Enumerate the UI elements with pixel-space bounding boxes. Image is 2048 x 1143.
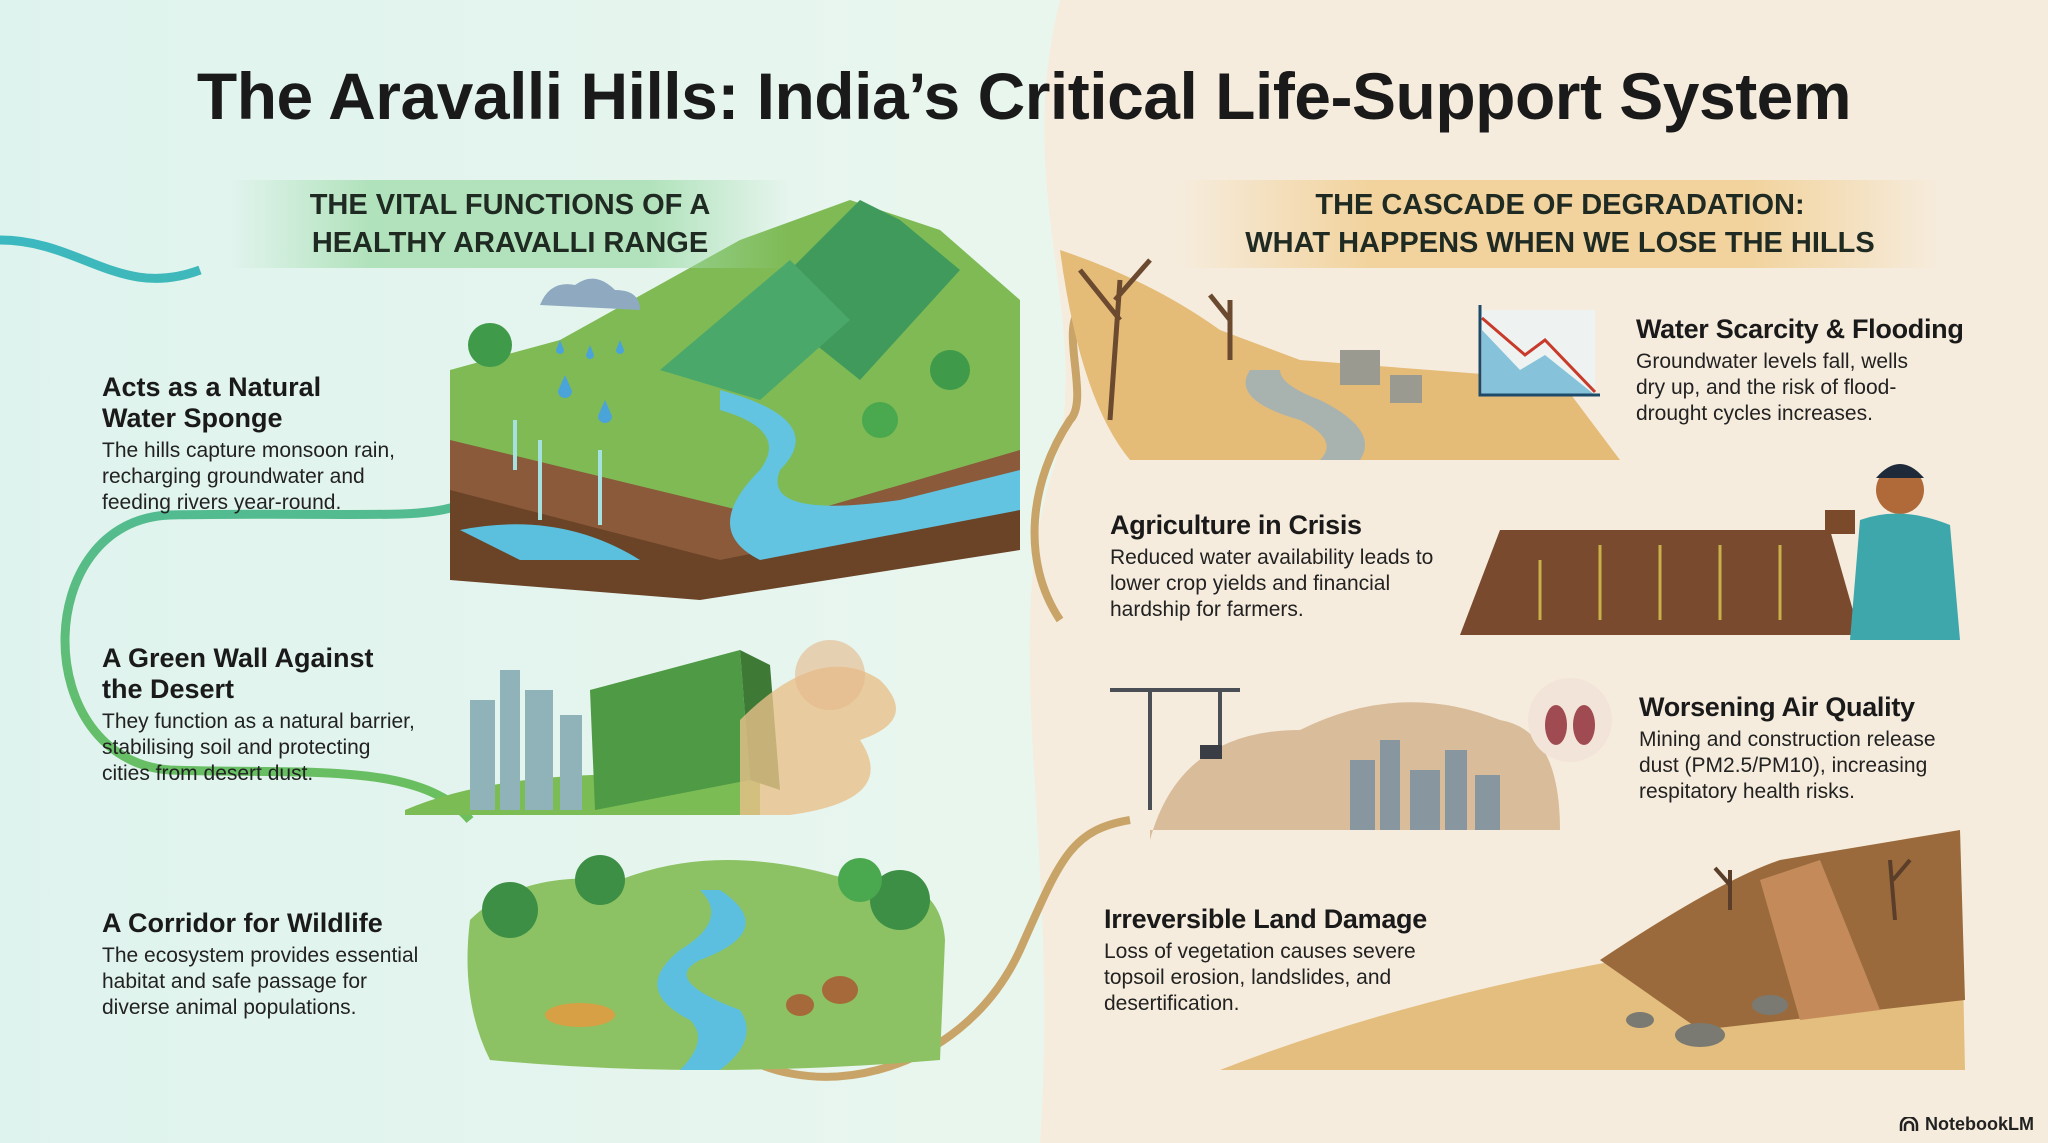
item-title: A Corridor for Wildlife <box>102 908 383 938</box>
notebooklm-watermark: NotebookLM <box>1899 1114 2034 1135</box>
item-wildlife-corridor: A Corridor for Wildlife The ecosystem pr… <box>102 908 418 1021</box>
item-description: They function as a natural barrier, stabi… <box>102 709 415 787</box>
desc-line: The ecosystem provides essential <box>102 944 419 967</box>
desc-line: Reduced water availability leads to <box>1110 546 1434 569</box>
item-agriculture-crisis: Agriculture in Crisis Reduced water avai… <box>1110 510 1433 623</box>
agriculture-crisis-illustration <box>1460 464 1960 640</box>
desc-line: The hills capture monsoon rain, <box>102 439 395 462</box>
desc-line: habitat and safe passage for <box>102 970 368 993</box>
desc-line: diverse animal populations. <box>102 996 357 1019</box>
water-sponge-illustration <box>450 200 1020 600</box>
desc-line: feeding rivers year-round. <box>102 491 342 514</box>
brand-name: NotebookLM <box>1925 1114 2034 1134</box>
lungs-icon <box>1528 678 1612 762</box>
desc-line: cities from desert dust. <box>102 762 314 785</box>
desc-line: hardship for farmers. <box>1110 598 1304 621</box>
desc-line: Mining and construction release <box>1639 728 1936 751</box>
item-title: Worsening Air Quality <box>1639 692 1915 722</box>
item-title: Water Sponge <box>102 403 283 433</box>
notebooklm-logo-icon <box>1899 1116 1919 1131</box>
heading-line: THE CASCADE OF DEGRADATION: <box>1315 189 1805 221</box>
item-title: Acts as a Natural <box>102 372 322 402</box>
desc-line: recharging groundwater and <box>102 465 365 488</box>
right-section-heading: THE CASCADE OF DEGRADATION: WHAT HAPPENS… <box>1180 180 1940 268</box>
item-land-damage: Irreversible Land Damage Loss of vegetat… <box>1104 904 1427 1017</box>
item-description: Loss of vegetation causes severe topsoil … <box>1104 939 1427 1017</box>
winding-path-left <box>0 235 474 823</box>
item-title: the Desert <box>102 674 235 704</box>
item-title: Agriculture in Crisis <box>1110 510 1362 540</box>
item-description: Mining and construction release dust (PM2… <box>1639 727 1936 805</box>
desc-line: topsoil erosion, landslides, and <box>1104 966 1392 989</box>
winding-path-right <box>717 307 1131 1081</box>
item-green-wall: A Green Wall Against the Desert They fun… <box>102 643 415 787</box>
desc-line: lower crop yields and financial <box>1110 572 1391 595</box>
item-water-sponge: Acts as a Natural Water Sponge The hills… <box>102 372 395 516</box>
heading-line: THE VITAL FUNCTIONS OF A <box>309 189 711 221</box>
item-title: Irreversible Land Damage <box>1104 904 1427 934</box>
item-description: The hills capture monsoon rain, rechargin… <box>102 438 395 516</box>
item-air-quality: Worsening Air Quality Mining and constru… <box>1639 692 1936 805</box>
desc-line: dust (PM2.5/PM10), increasing <box>1639 754 1928 777</box>
left-section-heading: THE VITAL FUNCTIONS OF A HEALTHY ARAVALL… <box>230 180 790 268</box>
desc-line: Loss of vegetation causes severe <box>1104 940 1416 963</box>
item-title: A Green Wall Against <box>102 643 374 673</box>
desc-line: respitatory health risks. <box>1639 780 1855 803</box>
air-quality-illustration <box>1110 678 1612 840</box>
desc-line: Groundwater levels fall, wells <box>1636 350 1908 373</box>
desc-line: dry up, and the risk of flood- <box>1636 376 1897 399</box>
declining-graph-icon <box>1478 305 1600 397</box>
item-description: The ecosystem provides essential habitat … <box>102 943 418 1021</box>
item-description: Reduced water availability leads to lower… <box>1110 545 1433 623</box>
item-title: Water Scarcity & Flooding <box>1636 314 1964 344</box>
heading-line: WHAT HAPPENS WHEN WE LOSE THE HILLS <box>1245 227 1875 259</box>
desc-line: drought cycles increases. <box>1636 402 1873 425</box>
water-scarcity-illustration <box>1060 250 1620 460</box>
green-wall-illustration <box>405 640 896 815</box>
desc-line: They function as a natural barrier, <box>102 710 415 733</box>
desc-line: desertification. <box>1104 992 1240 1015</box>
item-water-scarcity: Water Scarcity & Flooding Groundwater le… <box>1636 314 1964 427</box>
land-damage-illustration <box>1220 830 1965 1070</box>
page-title: The Aravalli Hills: India’s Critical Lif… <box>196 59 1852 133</box>
heading-line: HEALTHY ARAVALLI RANGE <box>311 227 709 259</box>
item-description: Groundwater levels fall, wells dry up, an… <box>1636 349 1964 427</box>
wildlife-corridor-illustration <box>467 855 945 1070</box>
desc-line: stabilising soil and protecting <box>102 736 371 759</box>
